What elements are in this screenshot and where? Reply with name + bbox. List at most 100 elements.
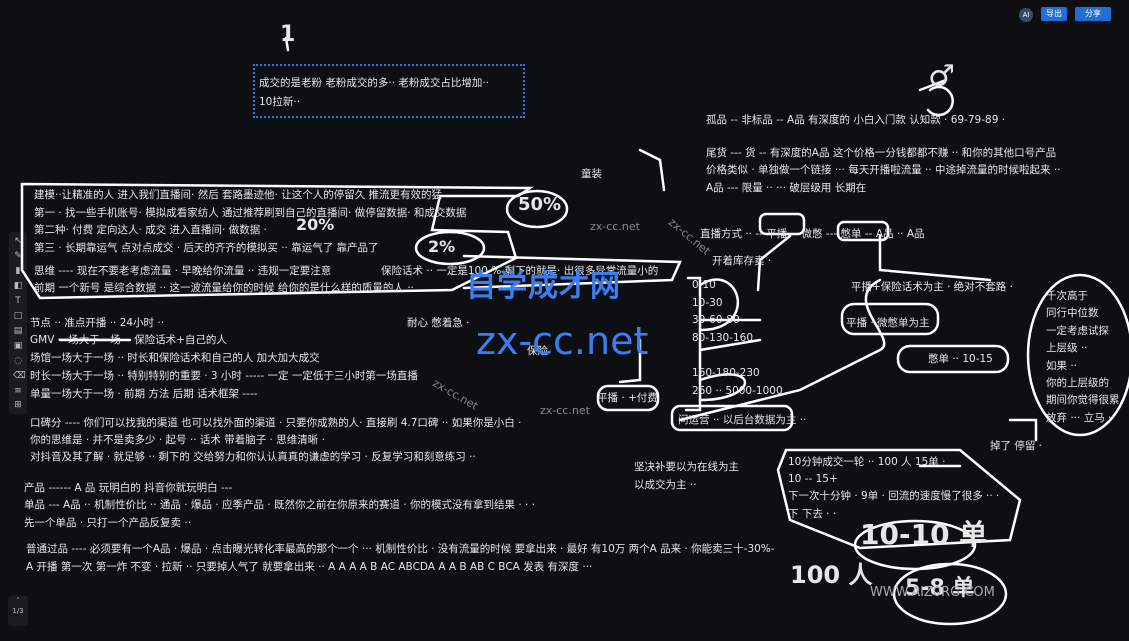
ink-stroke [284,36,290,52]
note-text: 10分钟成交一轮 ·· 100 人 15单 · [788,456,946,468]
ink-stroke [462,254,682,290]
note-text: 10 -- 15+ [788,473,838,485]
ink-stroke [638,148,666,192]
note-text: 以成交为主 ·· [634,479,697,491]
note-text: 第二种· 付费 定向达人· 成交 进入直播间· 做数据 · [34,224,267,236]
note-text: 千次高于 [1046,290,1088,302]
note-text: 保险 [527,345,548,357]
ink-stroke [756,234,792,292]
note-text: 普通过品 ---- 必须要有一个A品 · 爆品 · 点击曝光转化率最高的那个一个… [26,543,775,555]
note-text: 一定考虑试探 [1046,325,1109,337]
ink-stroke [414,230,486,266]
ink-stroke [896,344,1010,374]
template-icon[interactable]: ⊞ [14,400,22,410]
handwritten-number: 1 [280,22,296,47]
handwritten-percent: 20% [296,215,335,234]
note-text: 对抖音及其了解 · 就足够 ·· 剩下的 交给努力和你认认真真的谦虚的学习 · … [30,451,476,463]
note-text: 口碑分 ---- 你们可以找我的渠道 也可以找外面的渠道 · 只要你成熟的人· … [30,417,522,429]
level-range: 30-60-80 [692,314,740,326]
note-text: 场馆一场大于一场 ·· 时长和保险话术和自己的人 加大加大成交 [30,352,320,364]
handwritten-note: 100 人 [790,561,873,589]
note-text: 问运营 ·· 以后台数据为主 ·· [678,414,807,426]
note-text: 你的上层级的 [1046,377,1109,389]
note-text: 直播方式 ·· -- 平播 -- 微憋 --- 憋单 -- A品 ·· A品 [700,228,925,240]
text-icon[interactable]: T [15,296,21,306]
ink-stroke [596,384,660,412]
handwritten-note: 5-8 单 [905,576,975,601]
note-text: 单品 --- A品 ·· 机制性价比 ·· 通品 · 爆品 · 应季产品 · 既… [24,499,536,511]
top-bar: AI 导出 分享 [0,0,1129,28]
note-text: 童装 [581,168,602,180]
lasso-icon[interactable]: ◌ [14,356,22,366]
note-text: 放弃 ··· 立马 ·· [1046,412,1115,424]
note-text: 如果 ·· [1046,360,1078,372]
highlighter-icon[interactable]: ▮ [15,266,21,276]
note-text: 建模··让精准的人 进入我们直播间· 然后 套路墨迹他· 让这个人的停留久 推流… [34,189,443,201]
handwritten-note: 10-10 单 [860,518,988,551]
watermark-text: 自学成才网 [466,269,621,304]
note-text: 孤品 -- 非标品 -- A品 有深度的 小白入门款 认知款 · 69-79-8… [706,114,1006,126]
note-text: A 开播 第一次 第一炸 不变 · 拉新 ·· 只要掉人气了 就要拿出来 ·· … [26,561,593,573]
note-text: 前期 一个新号 是综合数据 ·· 这一波流量给你的时候 给你的是什么样的质量的人… [34,282,414,294]
level-range: 0-10 [692,279,716,291]
avatar[interactable]: AI [1019,8,1033,22]
note-text: 价格类似 · 单独做一个链接 ··· 每天开播啦流量 ·· 中途掉流量的时候啦起… [706,164,1061,176]
ink-stroke [853,519,977,571]
ink-stroke [840,302,940,336]
pen-icon[interactable]: ✎ [14,251,22,261]
note-text: 期间你觉得很累 [1046,394,1120,406]
note-text: 平播 · 微憋单为主 [846,317,930,329]
level-range: 260 ·· 5000-1000 [692,385,783,397]
watermark-small: zx-cc.net [540,404,590,417]
sticky-icon[interactable]: ▤ [13,326,23,336]
layers-icon[interactable]: ≡ [14,386,22,396]
share-button[interactable]: 分享 [1075,7,1111,21]
page-up-icon[interactable]: ˄ [16,597,20,605]
selected-note-frame[interactable] [253,64,525,118]
cursor-icon[interactable]: ↖ [14,236,22,246]
note-text: A品 --- 限量 ·· ··· 破层级用 长期在 [706,182,867,194]
note-text: 10拉新·· [259,96,301,108]
ink-stroke [618,338,642,384]
note-text: 第一 · 找一些手机账号· 模拟成看家纺人 通过推荐刷到自己的直播间· 做停留数… [34,207,467,219]
image-icon[interactable]: ▣ [13,341,23,351]
note-text: 成交的是老粉 老粉成交的多·· 老粉成交占比增加·· [259,77,490,89]
note-text: 开着库存卖 · [712,255,772,267]
page-current: 1 [12,607,17,615]
note-text: 思维 ---- 现在不要老考虑流量 · 早晚给你流量 ·· 违规一定要注意 [34,265,332,277]
male-symbol-icon: ♂ [928,59,955,94]
note-text: 憋单 ·· 10-15 [928,353,993,365]
ink-stroke [836,220,890,242]
trash-icon[interactable]: ⌫ [13,371,26,381]
note-text: 平播 · +付费 [597,392,658,404]
note-text: 你的思维是 · 并不是卖多少 · 起号 ·· 话术 带着脑子 · 思维清晰 · [30,434,325,446]
level-range: 10-30 [692,297,723,309]
eraser-icon[interactable]: ◧ [13,281,23,291]
note-text: 保险话术 ·· 一定是100 % 剩下的就是· 出很多异常流量小的 [381,265,659,277]
watermark-text: zx-cc.net [476,319,649,363]
note-text: 下 下去 · · [788,508,837,520]
ink-stroke [776,448,1022,550]
ink-stroke [678,278,886,422]
note-text: 坚决补要以为在线为主 [634,461,739,473]
ink-stroke [758,212,806,236]
note-text: 耐心 憋着急 · [407,317,470,329]
handwritten-percent: 50% [518,194,562,215]
ink-stroke [698,278,762,402]
ink-stroke [878,234,992,282]
shape-icon[interactable]: □ [13,311,23,321]
note-text: 同行中位数 [1046,307,1099,319]
level-range: 80-130-160 [692,332,754,344]
note-text: 尾货 --- 货 -- 有深度的A品 这个价格一分钱都都不赚 ·· 和你的其他口… [706,147,1057,159]
page-indicator[interactable]: ˄ 1/3 [8,596,28,626]
note-text: 节点 ·· 准点开播 ·· 24小时 ·· [30,317,165,329]
ink-stroke [505,189,569,229]
note-text: GMV 一场大于一场 ·· 保险话术+自己的人 [30,334,227,346]
note-text: 掉了 停留 · [990,440,1043,452]
note-text: 产品 ------ A 品 玩明白的 抖音你就玩明白 --- [24,482,233,494]
export-button[interactable]: 导出 [1041,7,1067,21]
note-text: 先一个单品 · 只打一个产品反复卖 ·· [24,517,192,529]
ink-stroke [670,404,794,432]
ink-stroke [684,276,702,412]
